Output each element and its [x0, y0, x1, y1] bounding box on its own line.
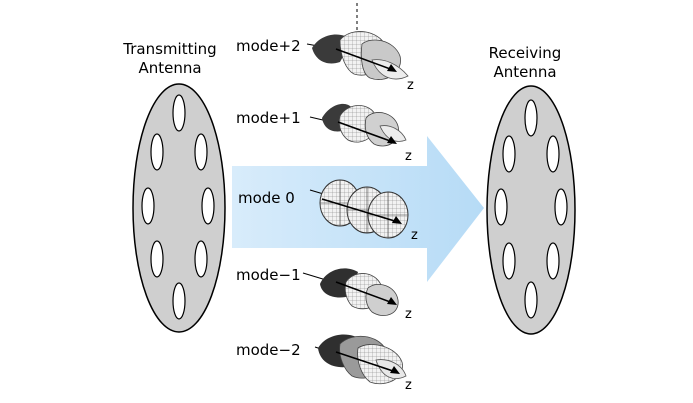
transmitter-title-line1: Transmitting — [122, 40, 216, 58]
mode-minus2-group: mode−2 z — [236, 334, 412, 393]
z-axis-arrow — [335, 351, 397, 373]
z-axis-arrow — [335, 281, 394, 304]
mode-label: mode−1 — [236, 266, 301, 284]
transmitting-antenna — [132, 83, 226, 333]
mode-plus1-group: mode+1 z — [236, 103, 412, 164]
z-axis-label: z — [405, 307, 412, 322]
antenna-element — [524, 99, 538, 137]
mode-label: mode+1 — [236, 109, 301, 127]
mode-label: mode+2 — [236, 37, 301, 55]
antenna-element — [172, 94, 186, 132]
z-axis-arrow — [335, 48, 394, 71]
helix-wave — [312, 31, 409, 80]
antenna-element — [141, 187, 155, 225]
z-axis-label: z — [405, 149, 412, 164]
z-axis-label: z — [411, 228, 418, 243]
helix-wave — [320, 268, 399, 316]
z-axis-arrow — [337, 121, 394, 143]
antenna-element — [546, 135, 560, 173]
z-axis-arrow — [321, 198, 399, 223]
receiving-antenna — [486, 85, 576, 335]
antenna-element — [502, 135, 516, 173]
mode-label: mode 0 — [238, 189, 295, 207]
mode-plus2-group: mode+2 z — [236, 31, 414, 93]
antenna-element — [554, 188, 568, 226]
mode-minus1-group: mode−1 z — [236, 266, 412, 322]
antenna-element — [194, 133, 208, 171]
antenna-element — [172, 282, 186, 320]
antenna-element — [494, 188, 508, 226]
receiver-title-line1: Receiving — [489, 44, 562, 62]
planar-wavefront — [319, 179, 409, 239]
antenna-element — [150, 133, 164, 171]
antenna-element — [201, 187, 215, 225]
transmitter-title-line2: Antenna — [138, 59, 201, 77]
mode-label: mode−2 — [236, 341, 301, 359]
antenna-element — [150, 240, 164, 278]
antenna-element — [194, 240, 208, 278]
z-axis-label: z — [405, 378, 412, 393]
helix-wave — [318, 334, 407, 385]
antenna-element — [502, 242, 516, 280]
antenna-element — [524, 281, 538, 319]
receiver-title-line2: Antenna — [493, 63, 556, 81]
mode-zero-group: mode 0 z — [238, 179, 418, 243]
antenna-element — [546, 242, 560, 280]
z-axis-label: z — [407, 78, 414, 93]
